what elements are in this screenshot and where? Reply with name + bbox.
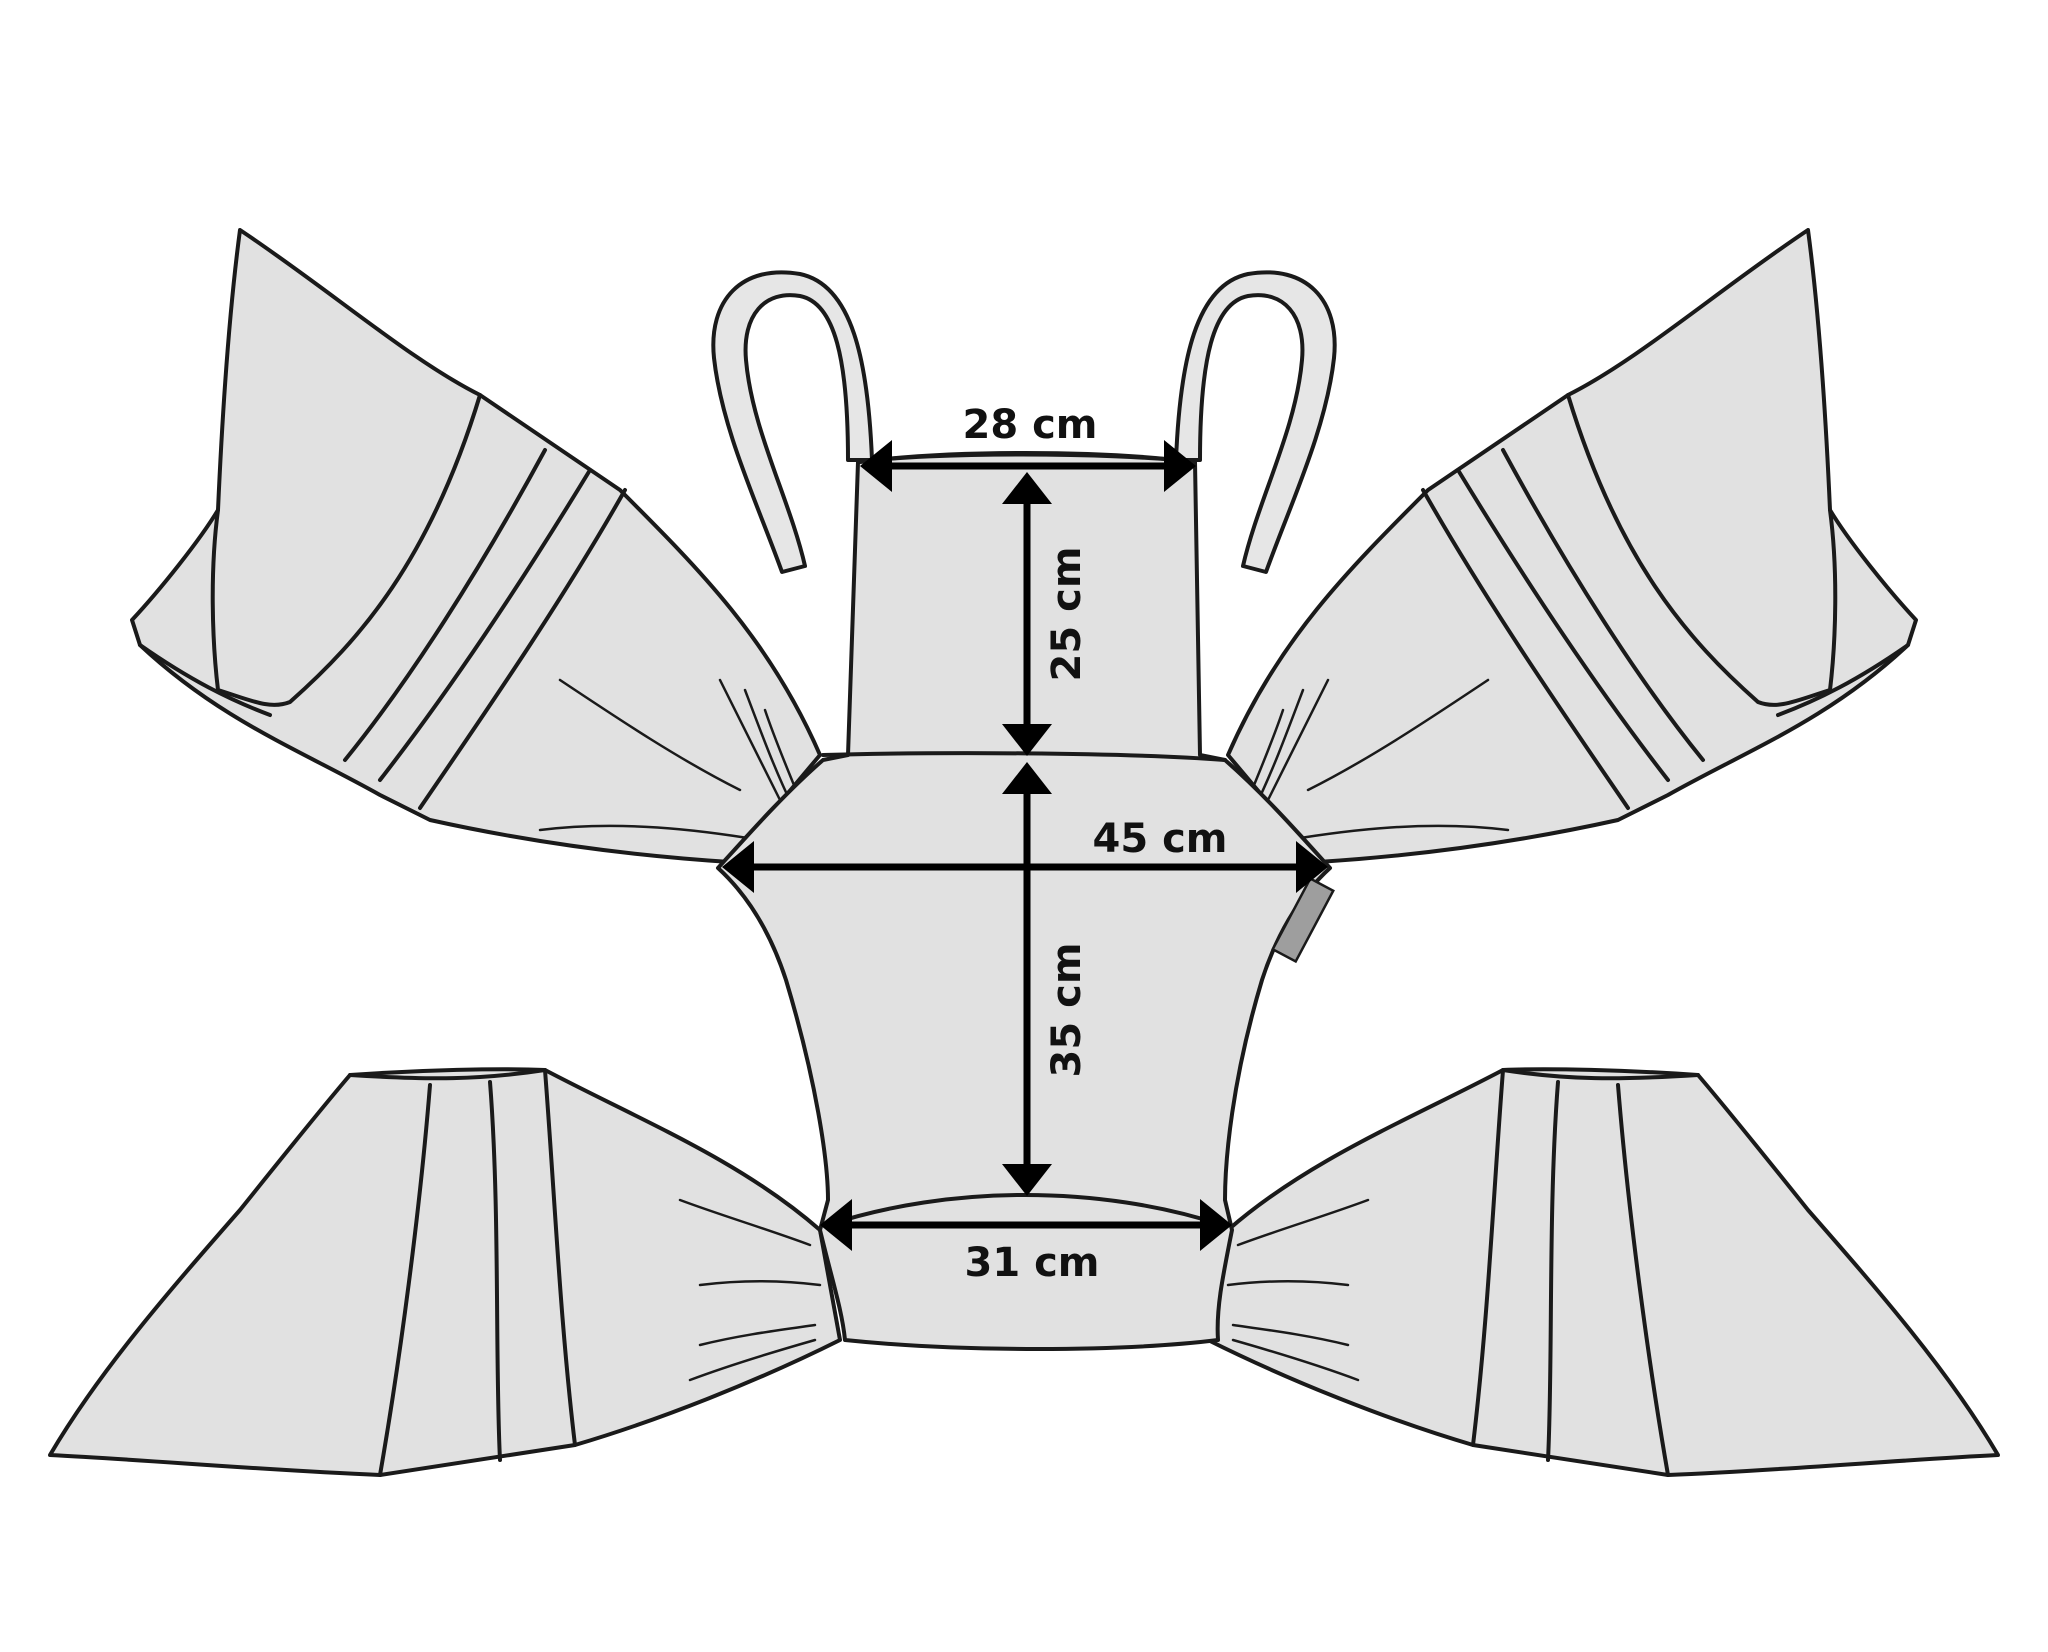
upper-left-gather <box>538 678 802 842</box>
bottom-seam <box>826 1193 1224 1227</box>
upper-left-wing-fold-2 <box>343 448 547 762</box>
label-bottom-width: 31 cm <box>965 1240 1100 1286</box>
upper-right-gather <box>1246 678 1510 842</box>
label-top-width: 28 cm <box>963 402 1098 448</box>
lower-left-gather <box>678 1198 822 1382</box>
right-shoulder-strap <box>1174 270 1337 574</box>
lower-right-wing-fold-2 <box>1616 1083 1670 1477</box>
dimension-top-width <box>860 440 1196 492</box>
upper-right-wing-fold-4 <box>1421 488 1630 810</box>
lower-left-wing <box>48 1067 842 1477</box>
upper-right-wing-hem <box>1776 643 1910 717</box>
label-upper-height: 25 cm <box>1044 547 1090 682</box>
top-hem <box>858 451 1195 464</box>
upper-left-wing-hem <box>138 643 272 717</box>
lower-right-gather <box>1226 1198 1370 1382</box>
upper-right-wing-fold-3 <box>1456 468 1670 782</box>
upper-left-wing-fold-4 <box>418 488 627 810</box>
lower-right-wing <box>1206 1067 2000 1477</box>
brand-tag <box>1271 876 1335 964</box>
lower-right-wing-fold-3 <box>1546 1080 1560 1462</box>
upper-right-wing-fold <box>1566 393 1838 707</box>
label-lower-height: 35 cm <box>1044 943 1090 1078</box>
lower-left-wing-fold <box>348 1068 577 1447</box>
upper-left-wing-fold-3 <box>378 468 592 782</box>
dimension-bottom-width <box>820 1199 1232 1251</box>
lower-left-wing-fold-3 <box>488 1080 502 1462</box>
dimension-lower-height <box>1002 762 1052 1196</box>
upper-left-wing-fold <box>210 393 482 707</box>
lower-right-wing-fold <box>1471 1068 1700 1447</box>
lower-left-wing-fold-2 <box>378 1083 432 1477</box>
dimension-upper-height <box>1002 472 1052 756</box>
upper-right-wing-fold-2 <box>1501 448 1705 762</box>
label-waist-width: 45 cm <box>1093 816 1228 862</box>
waist-seam <box>821 751 1227 762</box>
left-shoulder-strap <box>711 270 874 574</box>
